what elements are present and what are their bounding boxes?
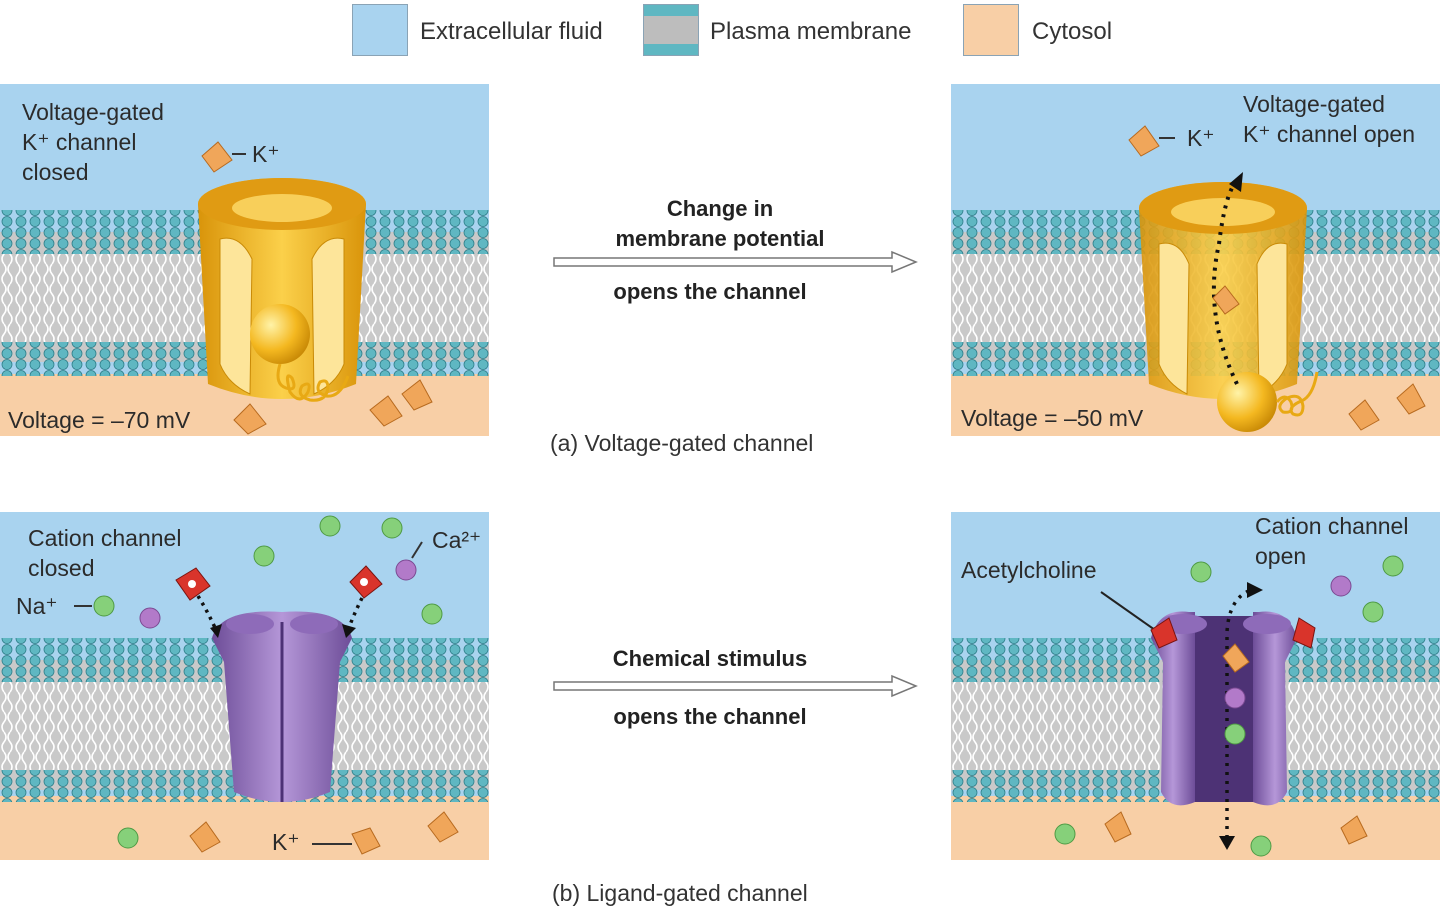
plasma-membrane-swatch xyxy=(643,4,699,56)
na-ion xyxy=(1382,555,1404,577)
cation-channel-closed xyxy=(212,611,352,802)
k-ion xyxy=(427,811,459,843)
caption-a: (a) Voltage-gated channel xyxy=(550,430,814,456)
k-ion xyxy=(1348,399,1380,431)
na-ion xyxy=(93,595,115,617)
extracellular-fluid-swatch xyxy=(352,4,408,56)
arrow-a-line1: Change in xyxy=(666,196,774,221)
k-channel-closed xyxy=(198,178,366,402)
k-ion-outflow xyxy=(312,827,381,855)
na-ion xyxy=(421,603,443,625)
arrow-b-line2: opens the channel xyxy=(613,704,807,729)
channel-label-line2: closed xyxy=(28,555,95,581)
k-ion-label: K⁺ xyxy=(1187,125,1215,151)
k-ion xyxy=(233,403,267,435)
voltage-gated-open-panel: Voltage-gated K⁺ channel open K⁺ Voltage… xyxy=(951,84,1440,436)
ca-label: Ca²⁺ xyxy=(432,527,482,553)
extracellular-fluid-label: Extracellular fluid xyxy=(420,18,603,45)
plasma-membrane-label: Plasma membrane xyxy=(710,18,912,45)
na-ion xyxy=(1250,835,1272,857)
right-arrow-icon xyxy=(553,250,918,274)
k-ion-label: K⁺ xyxy=(252,141,280,167)
acetylcholine-bound xyxy=(1100,591,1316,649)
k-ion xyxy=(1340,815,1368,845)
k-ion-top xyxy=(1128,125,1175,157)
k-channel-open xyxy=(1139,172,1319,432)
k-ion xyxy=(369,395,403,427)
channel-label-line1: Voltage-gated xyxy=(22,99,164,125)
acetylcholine-molecule xyxy=(175,565,383,638)
k-ion xyxy=(189,821,221,853)
cation-channel-open xyxy=(1151,582,1297,850)
channel-label-line2: K⁺ channel open xyxy=(1243,121,1415,147)
na-ion xyxy=(1190,561,1212,583)
ca-ion xyxy=(139,607,161,629)
caption-b: (b) Ligand-gated channel xyxy=(552,880,808,906)
arrow-a-line3: opens the channel xyxy=(613,279,807,304)
na-ion xyxy=(381,517,403,539)
ligand-gated-open-panel: Acetylcholine Cation channel open xyxy=(951,512,1440,860)
na-ion xyxy=(117,827,139,849)
ca-ion xyxy=(395,559,417,581)
channel-label-line1: Cation channel xyxy=(1255,513,1409,539)
voltage-label: Voltage = –50 mV xyxy=(961,405,1144,431)
right-arrow-icon xyxy=(553,674,918,698)
channel-label-line2: K⁺ channel xyxy=(22,129,137,155)
k-ion xyxy=(1104,811,1132,843)
na-ion xyxy=(319,515,341,537)
acetylcholine-label: Acetylcholine xyxy=(961,557,1097,583)
voltage-gated-closed-panel: Voltage-gated K⁺ channel closed K⁺ Volta… xyxy=(0,84,489,436)
channel-label-line2: open xyxy=(1255,543,1307,569)
arrow-a-line2: membrane potential xyxy=(615,226,825,251)
na-label: Na⁺ xyxy=(16,593,58,619)
cytosol-label: Cytosol xyxy=(1032,18,1113,45)
ca-ion xyxy=(1330,575,1352,597)
k-label: K⁺ xyxy=(272,829,300,855)
voltage-label: Voltage = –70 mV xyxy=(8,407,191,433)
channel-label-line1: Voltage-gated xyxy=(1243,91,1385,117)
na-ion xyxy=(253,545,275,567)
k-ion xyxy=(1396,383,1426,415)
channel-label-line3: closed xyxy=(22,159,89,185)
arrow-b-line1: Chemical stimulus xyxy=(612,646,808,671)
na-ion xyxy=(1362,601,1384,623)
channel-label-line1: Cation channel xyxy=(28,525,182,551)
k-ion xyxy=(401,379,433,411)
cytosol-swatch xyxy=(963,4,1019,56)
ligand-gated-closed-panel: Cation channel closed Na⁺ Ca²⁺ K⁺ xyxy=(0,512,489,860)
na-ion xyxy=(1054,823,1076,845)
k-ion-top xyxy=(201,141,246,173)
